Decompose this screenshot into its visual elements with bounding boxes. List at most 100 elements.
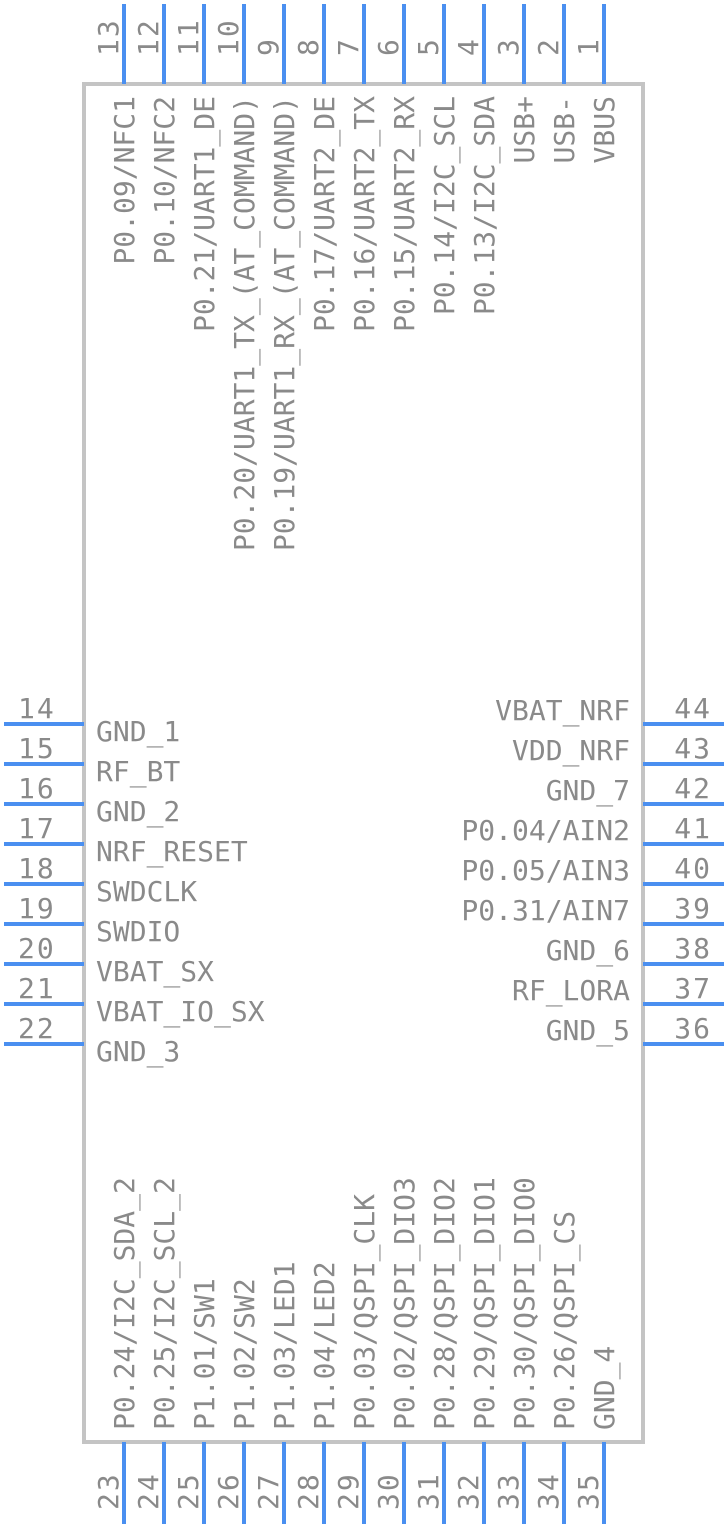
pin-label: USB+ [508,96,541,163]
bottom-pin-33: 33 P0.30/QSPI_DIO0 [492,1177,542,1524]
pin-label: VBUS [588,96,621,163]
pin-number: 14 [18,692,56,725]
pin-label: P0.24/I2C_SDA_2 [108,1177,142,1430]
pin-number: 6 [372,37,405,56]
pin-label: P1.04/LED2 [308,1261,341,1430]
pin-label: SWDIO [96,915,180,948]
pin-label: P0.29/QSPI_DIO1 [468,1177,502,1430]
pin-number: 34 [532,1472,565,1510]
pin-label: P0.19/UART1_RX_(AT_COMMAND) [268,96,302,551]
pin-number: 25 [172,1472,205,1510]
pin-number: 44 [674,692,712,725]
pin-number: 1 [572,37,605,56]
pin-label: P0.03/QSPI_CLK [348,1194,382,1430]
pin-label: RF_BT [96,755,180,789]
pin-number: 17 [18,812,56,845]
pin-number: 10 [212,18,245,56]
pin-label: P0.15/UART2_RX [388,96,422,332]
pin-number: 16 [18,772,56,805]
pin-number: 9 [252,37,285,56]
left-pin-group: 14GND_115RF_BT16GND_217NRF_RESET18SWDCLK… [4,692,265,1069]
pin-label: GND_5 [546,1014,630,1048]
right-pin-group: 36GND_537RF_LORA38GND_639P0.31/AIN740P0.… [461,692,724,1048]
pin-label: GND_4 [588,1346,622,1430]
pin-label: P0.26/QSPI_CS [548,1211,582,1430]
pin-label: SWDCLK [96,875,197,908]
top-pin-9: 9P0.19/UART1_RX_(AT_COMMAND) [252,4,302,551]
pin-number: 41 [674,812,712,845]
right-pin-44: 44 VBAT_NRF [495,692,724,728]
pin-label: VBAT_SX [96,955,214,989]
pin-number: 11 [172,18,205,56]
pin-label: P0.30/QSPI_DIO0 [508,1177,542,1430]
pin-label: P0.25/I2C_SCL_2 [148,1177,182,1430]
pin-label: P1.02/SW2 [228,1278,261,1430]
pin-number: 43 [674,732,712,765]
pin-number: 8 [292,37,325,56]
bottom-pin-25: 25 P1.01/SW1 [172,1278,221,1524]
top-pin-7: 7P0.16/UART2_TX [332,4,382,332]
top-pin-8: 8P0.17/UART2_DE [292,4,342,332]
bottom-pin-34: 34 P0.26/QSPI_CS [532,1211,582,1524]
pin-label: GND_2 [96,795,180,829]
pin-number: 4 [452,37,485,56]
pin-label: P0.02/QSPI_DIO3 [388,1177,422,1430]
pin-number: 19 [18,892,56,925]
pin-number: 5 [412,37,445,56]
pin-label: P1.01/SW1 [188,1278,221,1430]
pin-number: 33 [492,1472,525,1510]
pin-label: P0.20/UART1_TX_(AT_COMMAND) [228,96,262,551]
pin-label: VBAT_NRF [495,694,630,728]
pin-label: GND_3 [96,1035,180,1069]
pin-number: 30 [372,1472,405,1510]
pin-label: P0.28/QSPI_DIO2 [428,1177,462,1430]
pin-number: 37 [674,972,712,1005]
pin-label: GND_7 [546,774,630,808]
pin-number: 39 [674,892,712,925]
top-pin-5: 5P0.14/I2C_SCL [412,4,462,315]
pin-label: P0.04/AIN2 [461,814,630,847]
top-pin-group: 1VBUS2USB-3USB+4P0.13/I2C_SDA5P0.14/I2C_… [92,4,621,551]
ic-body-outline [82,82,645,1444]
pin-number: 40 [674,852,712,885]
pin-number: 13 [92,18,125,56]
pin-number: 18 [18,852,56,885]
pin-label: VBAT_IO_SX [96,995,265,1029]
pin-label: NRF_RESET [96,835,248,869]
pin-number: 27 [252,1472,285,1510]
pin-number: 21 [18,972,56,1005]
pin-label: GND_6 [546,934,630,968]
pin-label: P0.14/I2C_SCL [428,96,462,315]
pin-number: 15 [18,732,56,765]
pin-number: 23 [92,1472,125,1510]
pin-number: 35 [572,1472,605,1510]
top-pin-4: 4P0.13/I2C_SDA [452,4,502,315]
pin-label: P0.13/I2C_SDA [468,96,502,315]
pin-number: 12 [132,18,165,56]
